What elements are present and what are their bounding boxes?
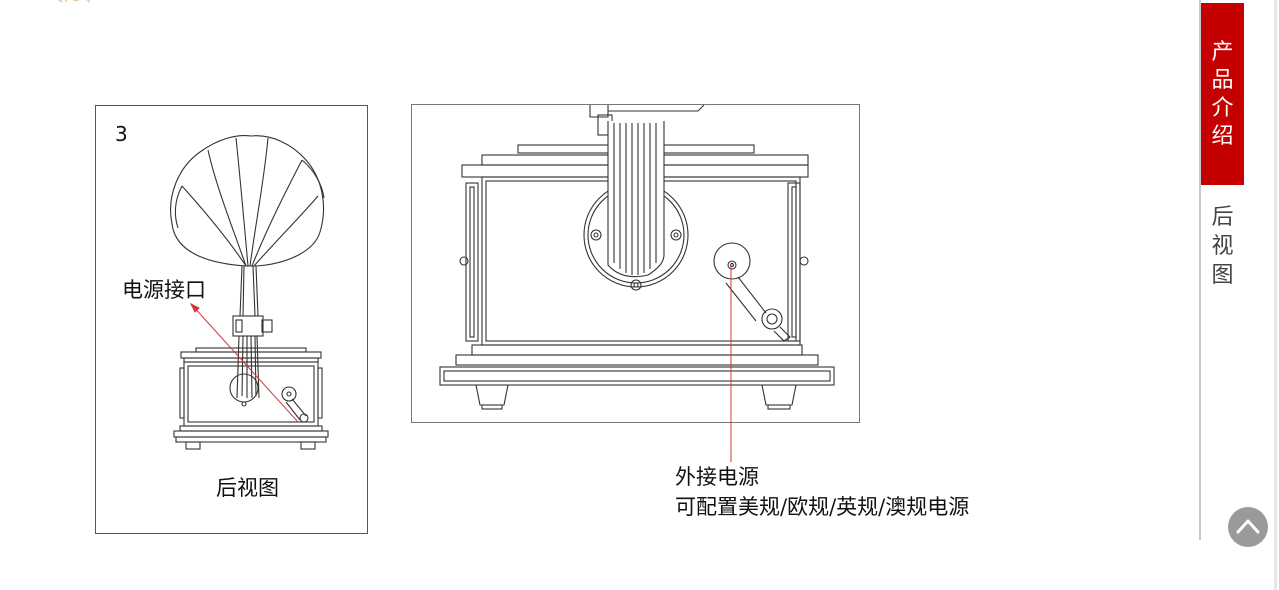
tab-product-intro-char: 介 (1211, 96, 1234, 121)
panel-number: 3 (115, 122, 128, 146)
tab-product-intro[interactable]: 产 品 介 绍 (1201, 3, 1244, 185)
back-to-top-button[interactable] (1228, 507, 1268, 547)
gramophone-rear-drawing (170, 135, 329, 450)
tab-product-intro-char: 绍 (1211, 124, 1234, 149)
tab-rear-view[interactable]: 后 视 图 (1201, 203, 1244, 290)
sidebar-divider (1199, 0, 1201, 540)
external-power-title: 外接电源 (675, 465, 759, 489)
tab-rear-view-char: 视 (1211, 234, 1234, 259)
external-power-caption: 外接电源 可配置美规/欧规/英规/澳规电源 (675, 462, 969, 522)
power-port-label: 电源接口 (122, 278, 206, 302)
cabinet-rear-detail-drawing (439, 105, 835, 410)
rear-view-detail-panel (411, 104, 860, 423)
rear-view-overview-panel: 3 (95, 105, 368, 534)
tab-product-intro-char: 产 (1211, 40, 1234, 65)
logo-fragment (57, 0, 91, 3)
chevron-up-icon (1236, 519, 1260, 534)
tab-rear-view-char: 图 (1211, 263, 1234, 288)
rear-view-caption: 后视图 (216, 476, 279, 500)
plug-standards-text: 可配置美规/欧规/英规/澳规电源 (675, 495, 970, 519)
tab-rear-view-char: 后 (1211, 205, 1234, 230)
scrollbar-track[interactable] (1274, 0, 1277, 590)
tab-product-intro-char: 品 (1211, 68, 1234, 93)
